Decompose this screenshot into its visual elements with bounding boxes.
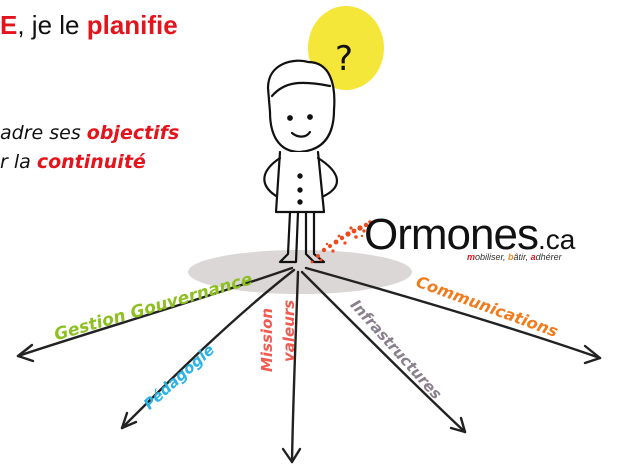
tagline-word2: âtir, <box>513 252 531 262</box>
line1-keyword: objectifs <box>86 122 180 144</box>
arrow-down <box>290 270 300 464</box>
spray-particles <box>310 220 372 264</box>
tagline-a: a <box>530 252 536 262</box>
logo-name: Ormones <box>364 210 539 259</box>
arrow-lower-left <box>120 268 296 430</box>
line2-keyword: continuité <box>36 151 146 173</box>
branch-label-mission: Mission <box>258 307 276 372</box>
headline-part2: , je le <box>17 10 87 40</box>
tagline-word3: dhérer <box>535 252 562 262</box>
stick-figure <box>263 59 338 264</box>
ormones-logo: Ormones.ca <box>364 210 575 260</box>
headline: E, je le planifie <box>0 10 178 41</box>
line1-prefix: adre ses <box>0 122 87 144</box>
arrow-right <box>304 266 602 360</box>
thought-bulb <box>308 6 384 90</box>
text-line-objectifs: adre ses objectifs <box>0 122 179 144</box>
branch-arrows <box>16 266 602 464</box>
arrow-lower-right <box>300 270 467 434</box>
line2-prefix: r la <box>0 151 37 173</box>
logo-tagline: mobiliser, bâtir, adhérer <box>467 252 562 262</box>
thought-question-mark: ? <box>335 39 353 79</box>
tagline-word1: obiliser, <box>475 252 509 262</box>
text-line-continuite: r la continuité <box>0 151 146 173</box>
tagline-b: b <box>508 252 514 262</box>
tagline-m: m <box>467 252 476 262</box>
arrow-left <box>16 266 294 358</box>
headline-keyword: planifie <box>86 10 178 40</box>
branch-label-valeurs: valeurs <box>280 299 298 362</box>
headline-part1: E <box>0 10 18 40</box>
logo-suffix: .ca <box>537 224 576 255</box>
